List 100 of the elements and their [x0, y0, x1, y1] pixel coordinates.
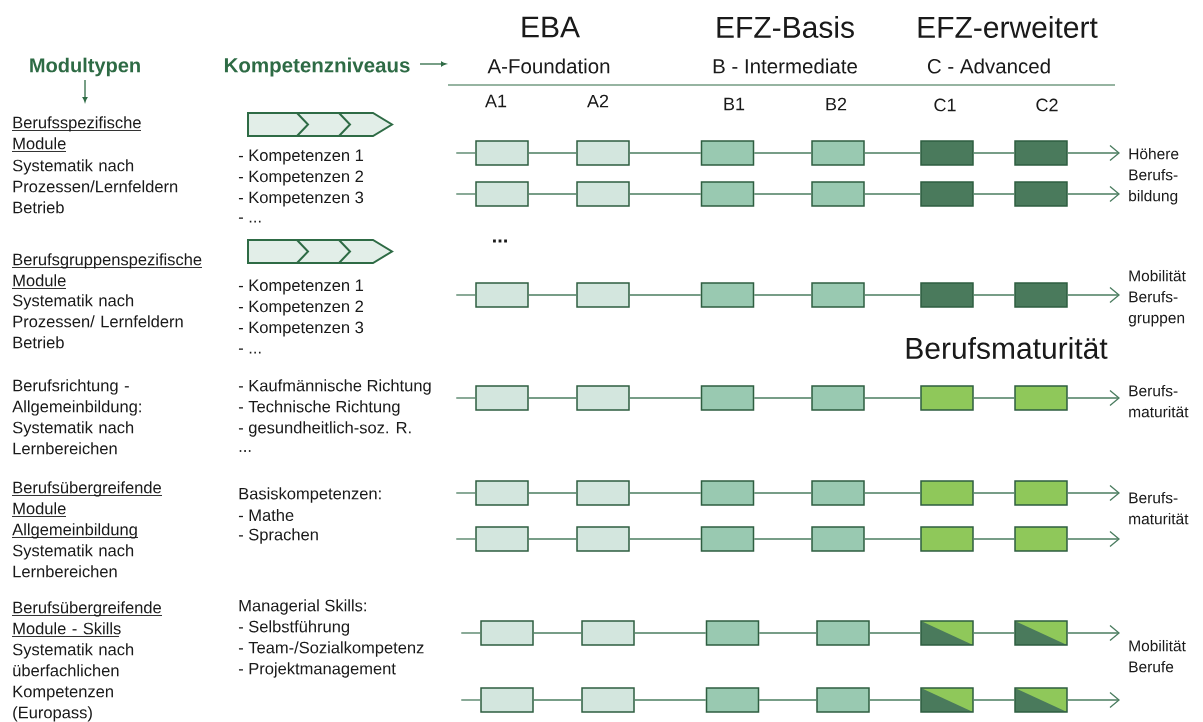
axis-heading: Kompetenzniveaus	[224, 57, 410, 77]
module-description: Systematik nach Prozessen/Lernfeldern Betrieb	[12, 159, 178, 214]
connector-line	[460, 699, 481, 701]
section-heading: Berufsmaturität	[906, 337, 1108, 359]
connector-line	[973, 397, 1015, 399]
module-box	[705, 687, 760, 713]
connector-line	[864, 152, 921, 154]
module-description: Systematik nach Prozessen/ Lernfeldern Betrieb	[12, 294, 183, 349]
module-box	[1014, 480, 1068, 506]
module-box	[576, 385, 630, 411]
connector-line	[634, 699, 707, 701]
list-item: - Kompetenzen 2	[238, 170, 363, 186]
list-item: - Projektmanagement	[238, 662, 396, 678]
level-code: B1	[724, 97, 745, 111]
module-box	[475, 480, 529, 506]
list-item: Managerial Skills:	[239, 599, 366, 615]
module-box	[700, 526, 755, 552]
connector-line	[455, 538, 476, 540]
module-box	[700, 480, 755, 506]
list-item: - Kompetenzen 3	[238, 321, 364, 337]
module-box	[811, 385, 865, 411]
connector-line	[528, 193, 577, 195]
connector-line	[864, 538, 921, 540]
level-code: C1	[934, 98, 956, 112]
connector-line	[753, 397, 812, 399]
module-box	[920, 181, 974, 207]
connector-line	[869, 699, 921, 701]
module-heading: Berufsübergreifende Module - Skills	[11, 601, 163, 637]
module-box	[811, 181, 865, 207]
list-item: - Technische Richtung	[238, 400, 400, 416]
connector-line	[455, 152, 476, 154]
level-code: B2	[826, 97, 847, 111]
module-box	[920, 140, 974, 166]
connector-line	[973, 193, 1015, 195]
connector-line	[629, 492, 702, 494]
list-item: - Kompetenzen 1	[238, 149, 364, 165]
arrow	[1067, 144, 1120, 162]
module-box	[480, 620, 534, 646]
module-box	[576, 181, 630, 207]
module-box	[811, 140, 865, 166]
arrow	[1067, 691, 1120, 709]
module-heading: Berufsgruppenspezifische Module	[11, 253, 203, 289]
list-item: - Kompetenzen 3	[238, 191, 364, 207]
module-box	[920, 687, 974, 713]
module-box	[475, 526, 529, 552]
connector-line	[634, 632, 707, 634]
list-item: - Team-/Sozialkompetenz	[238, 641, 424, 657]
qualification-heading: EFZ-Basis	[717, 16, 854, 38]
connector-line	[973, 699, 1015, 701]
outcome-label: Berufs- maturität	[1129, 385, 1189, 418]
qualification-heading: EBA	[522, 16, 580, 38]
module-box	[920, 620, 974, 646]
arrow	[1067, 389, 1120, 407]
connector-line	[455, 193, 476, 195]
connector-line	[528, 492, 577, 494]
module-box	[1014, 140, 1068, 166]
connector-line	[528, 152, 577, 154]
level-code: A1	[485, 94, 507, 108]
module-box	[920, 385, 974, 411]
connector-line	[973, 632, 1015, 634]
connector-line	[629, 193, 702, 195]
level-code: C2	[1036, 98, 1058, 112]
ellipsis: ...	[493, 239, 507, 243]
list-item: - ...	[238, 348, 261, 354]
module-box	[576, 140, 630, 166]
list-item: - gesundheitlich-soz. R.	[238, 421, 411, 437]
outcome-label: Höhere Berufs- bildung	[1129, 147, 1179, 205]
connector-line	[753, 152, 812, 154]
connector-line	[753, 492, 812, 494]
connector-line	[528, 538, 577, 540]
connector-line	[629, 294, 702, 296]
connector-line	[973, 538, 1015, 540]
connector-line	[753, 294, 812, 296]
connector-line	[758, 699, 817, 701]
level-heading: A-Foundation	[487, 58, 610, 74]
connector-line	[753, 193, 812, 195]
module-box	[1014, 526, 1068, 552]
outcome-label: Berufs- maturität	[1129, 492, 1189, 525]
connector-line	[864, 294, 921, 296]
module-description: Systematik nach überfachlichen Kompetenzen (Europass)	[12, 643, 134, 722]
module-box	[576, 526, 630, 552]
module-box	[920, 480, 974, 506]
module-heading: Berufsspezifische Module	[11, 116, 142, 152]
module-box	[475, 140, 529, 166]
module-box	[581, 687, 635, 713]
module-box	[920, 282, 974, 308]
connector-line	[528, 294, 577, 296]
module-box	[1014, 181, 1068, 207]
level-code: A2	[587, 94, 609, 108]
arrow	[1067, 484, 1120, 502]
connector-line	[758, 632, 817, 634]
connector-line	[753, 538, 812, 540]
connector-line	[455, 397, 476, 399]
module-box	[811, 282, 865, 308]
connector-line	[455, 492, 476, 494]
list-item: - Kompetenzen 1	[238, 279, 364, 295]
module-box	[920, 526, 974, 552]
module-box	[1014, 282, 1068, 308]
list-item: - Selbstführung	[238, 620, 349, 636]
connector-line	[533, 632, 582, 634]
